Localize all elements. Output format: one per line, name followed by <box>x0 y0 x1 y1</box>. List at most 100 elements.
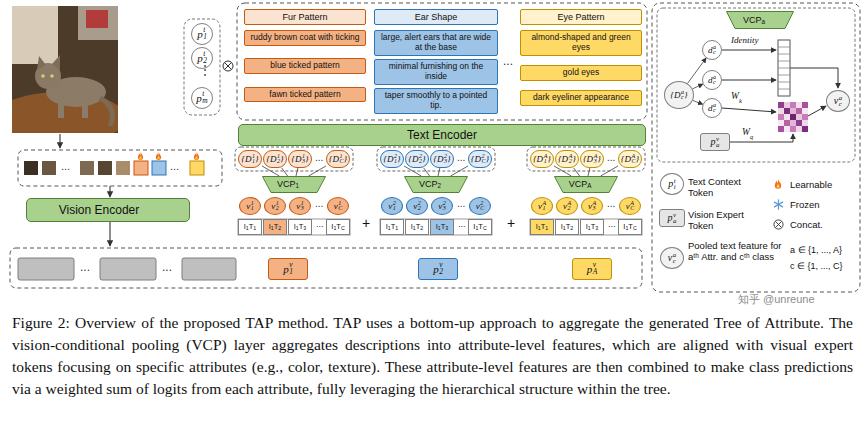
math-base: T <box>274 223 279 231</box>
similarity-cell: I1T2 <box>405 219 429 235</box>
connector <box>309 166 326 176</box>
figure-part <box>784 120 790 126</box>
description-groups <box>235 147 645 171</box>
math-base: } <box>684 91 688 100</box>
math-scripts: AC <box>631 154 635 165</box>
figure-part <box>802 108 808 114</box>
figure-part <box>80 161 94 175</box>
math-scripts: tm <box>202 91 207 104</box>
math-base: v <box>296 202 300 211</box>
math-base: T <box>566 223 571 231</box>
box-text: taper smoothly to a pointed tip. <box>378 91 494 111</box>
figure-part <box>796 102 802 108</box>
math-base: } <box>636 155 640 164</box>
math-scripts: 11 <box>251 201 254 212</box>
text-group: pti <box>668 178 675 190</box>
text-group: vac <box>834 95 842 107</box>
math-subscript: i <box>674 184 676 190</box>
math-subscript: A <box>587 183 591 189</box>
math-subscript: 2 <box>277 159 280 165</box>
text-group: dac <box>708 45 716 56</box>
math-base: T <box>249 223 254 231</box>
text-group: v11 <box>246 201 254 212</box>
math-base: T <box>478 223 483 231</box>
math-subscript: 1 <box>271 226 274 231</box>
figure-part <box>790 114 796 120</box>
text-group: pv1 <box>283 262 293 275</box>
figure-part <box>98 161 112 175</box>
trapezoid-outline <box>405 177 468 193</box>
math-base: v <box>388 202 392 211</box>
similarity-cell: I1T1 <box>238 219 262 235</box>
math-scripts: 12 <box>276 201 279 212</box>
math-base: } <box>422 155 426 164</box>
math-base: VCP <box>419 180 438 189</box>
math-scripts: A2 <box>567 201 571 212</box>
figure-part <box>778 68 790 69</box>
math-subscript: 2 <box>420 226 423 231</box>
figure-part <box>778 102 784 108</box>
math-superscript: v <box>289 262 292 269</box>
math-superscript: v <box>439 262 442 269</box>
text-group: I1T3 <box>294 223 307 231</box>
pooled-feature: vA3 <box>581 197 603 215</box>
ellipsis: ⋮ <box>199 64 211 77</box>
figure-part <box>41 74 45 78</box>
math-subscript: C <box>341 226 345 231</box>
math-subscript: 3 <box>592 206 595 212</box>
text-group: {D11} <box>241 154 258 165</box>
legend-sample: vac <box>660 247 684 269</box>
math-scripts: 13 <box>301 201 304 212</box>
math-subscript: 1 <box>394 159 397 165</box>
math-base: {D <box>533 155 543 164</box>
math-base: } <box>547 155 551 164</box>
math-base: } <box>255 155 259 164</box>
text-group: Vision Encoder <box>59 204 140 216</box>
figure-caption: Figure 2: Overview of the proposed TAP m… <box>12 312 853 400</box>
math-base: } <box>447 155 451 164</box>
math-subscript: 3 <box>301 206 304 212</box>
math-subscript: 1 <box>203 34 207 41</box>
math-base: v <box>834 96 838 106</box>
figure-part <box>58 100 64 118</box>
math-subscript: C <box>338 206 342 212</box>
math-subscript: 1 <box>296 183 300 189</box>
figure-part <box>10 248 642 288</box>
pooled-feature: v22 <box>406 197 428 215</box>
figure-part <box>377 147 495 171</box>
math-base: v <box>668 253 672 263</box>
math-scripts: va <box>673 212 676 224</box>
text-group: I1TC <box>623 223 636 231</box>
text-group: v22 <box>413 201 421 212</box>
math-base: {D <box>433 155 443 164</box>
math-subscript: c <box>713 50 716 56</box>
math-base: v <box>476 202 480 211</box>
box-text: fawn ticked pattern <box>248 90 362 100</box>
figure-part <box>784 126 790 132</box>
vision-expert-token: pv2 <box>418 258 458 280</box>
figure-part <box>182 258 236 280</box>
legend-text: Vision Expert Token <box>688 209 758 232</box>
similarity-cell: I1T2 <box>555 219 579 235</box>
text-group: dark eyeliner appearance <box>524 93 638 103</box>
legend-text: Pooled text feature for aᵗʰ Attr. and cᵗ… <box>688 240 784 263</box>
figure-part <box>50 74 54 78</box>
connector <box>424 168 430 176</box>
pooled-feature: v23 <box>431 197 453 215</box>
math-scripts: va <box>716 136 719 148</box>
text-group: {D23} <box>433 154 450 165</box>
text-group: minimal furnishing on the inside <box>378 62 494 82</box>
figure-part <box>100 258 156 280</box>
description-token: {DAC} <box>618 150 642 168</box>
math-base: {D <box>291 155 301 164</box>
text-group: {Dac} <box>670 90 687 101</box>
math-base: d <box>708 104 713 113</box>
ellipsis: ... <box>608 220 616 230</box>
text-group: I1T2 <box>561 223 574 231</box>
similarity-cell: I1T2 <box>263 219 287 235</box>
math-scripts: v1 <box>289 262 293 275</box>
math-base: T <box>628 223 633 231</box>
text-group: {D12} <box>266 154 283 165</box>
text-group: gold eyes <box>524 68 638 78</box>
math-base: T <box>391 223 396 231</box>
